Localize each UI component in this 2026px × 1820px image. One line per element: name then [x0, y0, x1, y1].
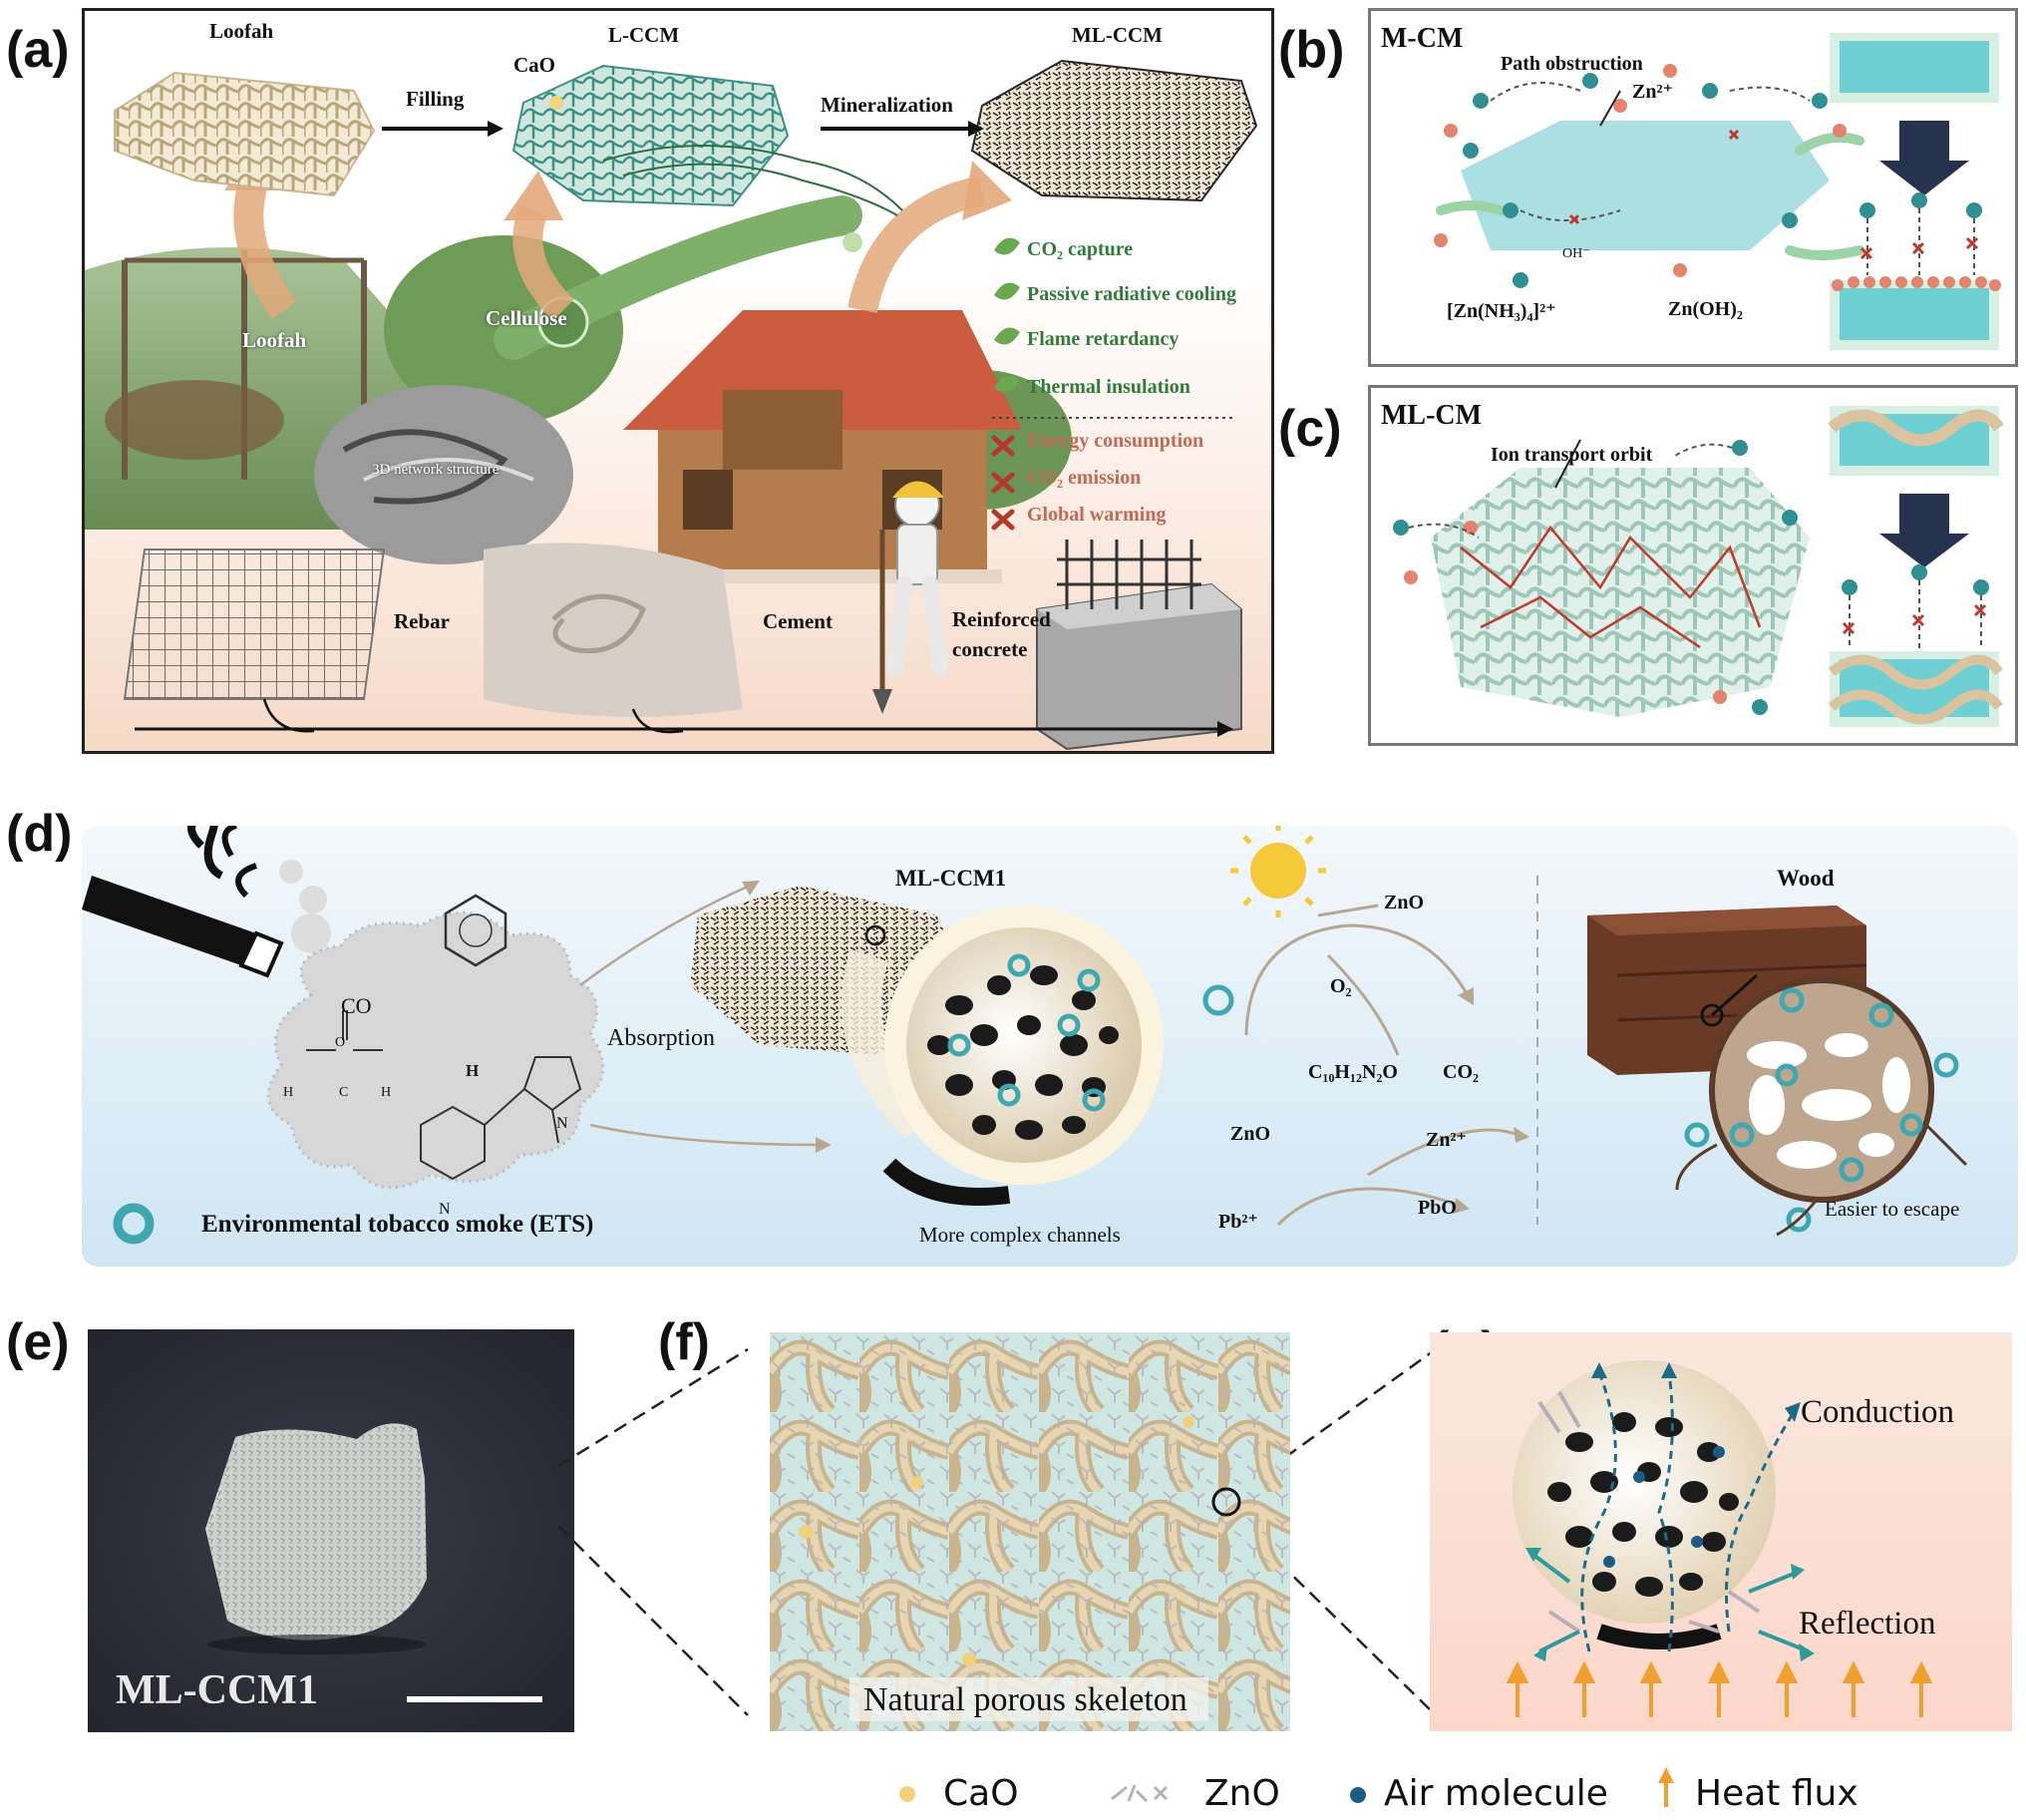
ets-legend-label: Environmental tobacco smoke (ETS)	[201, 1211, 594, 1238]
harm-co2: CO₂ emission	[1027, 467, 1142, 489]
panel-b-illustration	[1434, 33, 2001, 350]
skeleton-illustration	[770, 1332, 1290, 1731]
formaldehyde-h2: H	[381, 1085, 392, 1100]
panel-f-letter: (f)	[658, 1313, 710, 1371]
benefit-co2: CO₂ capture	[1027, 238, 1134, 260]
nicotine-n1: N	[439, 1201, 451, 1218]
pb2-label: Pb²⁺	[1218, 1211, 1258, 1233]
cao-label: CaO	[513, 53, 555, 77]
rebar-label: Rebar	[394, 609, 450, 633]
network-label: 3D network structure	[372, 462, 500, 478]
mineralization-label: Mineralization	[821, 93, 953, 117]
panel-c-letter: (c)	[1278, 400, 1342, 458]
panel-d-frame: ML-CCM1 Wood CO O H C H H N N Absorption…	[82, 826, 2018, 1267]
co2-label: CO₂	[1443, 1061, 1479, 1083]
absorption-label: Absorption	[607, 1025, 715, 1051]
reinforced-label-1: Reinforced	[952, 607, 1051, 631]
benefit-flame: Flame retardancy	[1027, 328, 1180, 350]
wood-title: Wood	[1777, 866, 1835, 891]
path-obstruction-label: Path obstruction	[1501, 53, 1643, 75]
nicotine-formula: C₁₀H₁₂N₂O	[1308, 1061, 1398, 1083]
zn-ion-label: Zn²⁺	[1632, 81, 1674, 103]
reflection-label: Reflection	[1799, 1606, 1936, 1641]
panel-e-letter: (e)	[6, 1313, 70, 1371]
panel-b-frame: M-CM Path obstruction Zn²⁺ OH⁻ [Zn(NH₃)₄…	[1368, 8, 2018, 367]
harm-warming: Global warming	[1027, 504, 1167, 526]
cement-label: Cement	[763, 609, 833, 633]
zno-top-label: ZnO	[1384, 892, 1425, 913]
oh-label: OH⁻	[1562, 246, 1590, 261]
nicotine-h: H	[466, 1061, 480, 1080]
formaldehyde-c: C	[339, 1085, 349, 1100]
filling-label: Filling	[406, 87, 465, 111]
loofah-plant-label: Loofah	[242, 328, 307, 352]
co-label: CO	[341, 993, 372, 1018]
reinforced-label-2: concrete	[952, 637, 1028, 661]
skeleton-label: Natural porous skeleton	[863, 1681, 1187, 1718]
formaldehyde-h1: H	[283, 1085, 294, 1100]
cellulose-label: Cellulose	[486, 306, 567, 330]
panel-b-letter: (b)	[1278, 21, 1345, 79]
panel-a-illustration	[85, 11, 1271, 751]
panel-d-illustration	[82, 826, 1968, 1245]
channels-label: More complex channels	[919, 1223, 1121, 1247]
panel-e-photo: ML-CCM1	[88, 1329, 574, 1732]
harm-energy: Energy consumption	[1027, 430, 1204, 452]
legend-zno: ZnO	[1204, 1773, 1280, 1814]
panel-g-frame: Conduction Reflection	[1430, 1332, 2012, 1731]
mcm-title: M-CM	[1381, 23, 1464, 54]
loofah-title: Loofah	[209, 19, 274, 43]
hydroxide-label: Zn(OH)₂	[1668, 298, 1743, 320]
nicotine-n2: N	[556, 1115, 568, 1132]
zno-mid-label: ZnO	[1230, 1123, 1271, 1145]
panel-c-illustration	[1393, 406, 2004, 727]
mlcm-title: ML-CM	[1381, 400, 1483, 431]
cross-icons	[991, 435, 1015, 531]
panel-f-frame: Natural porous skeleton	[770, 1332, 1290, 1731]
mlccm-title: ML-CCM	[1072, 23, 1163, 47]
legend-heat: Heat flux	[1695, 1773, 1858, 1814]
panel-a-frame: Loofah L-CCM ML-CCM CaO Filling Minerali…	[82, 8, 1274, 754]
benefit-thermal: Thermal insulation	[1027, 376, 1190, 398]
escape-label: Easier to escape	[1825, 1197, 1960, 1221]
zn2-label: Zn²⁺	[1426, 1129, 1468, 1151]
heat-illustration	[1513, 1360, 1815, 1661]
panel-a-letter: (a)	[6, 21, 70, 79]
panel-c-frame: ML-CM Ion transport orbit	[1368, 385, 2018, 746]
benefit-cooling: Passive radiative cooling	[1027, 283, 1236, 305]
formaldehyde-o: O	[335, 1035, 346, 1050]
o2-label: O₂	[1330, 975, 1352, 997]
mlccm1-title: ML-CCM1	[895, 866, 1007, 891]
pbo-label: PbO	[1418, 1197, 1457, 1219]
panel-d-letter: (d)	[6, 805, 73, 863]
legend-air: Air molecule	[1384, 1773, 1608, 1814]
sample-label: ML-CCM1	[116, 1667, 318, 1713]
leaf-icons	[994, 237, 1020, 393]
complex-label: [Zn(NH₃)₄]²⁺	[1447, 300, 1556, 322]
legend-cao: CaO	[943, 1773, 1019, 1814]
ion-orbit-label: Ion transport orbit	[1491, 444, 1653, 466]
sample-photo	[88, 1329, 574, 1732]
lccm-title: L-CCM	[608, 23, 680, 47]
conduction-label: Conduction	[1801, 1394, 1954, 1430]
